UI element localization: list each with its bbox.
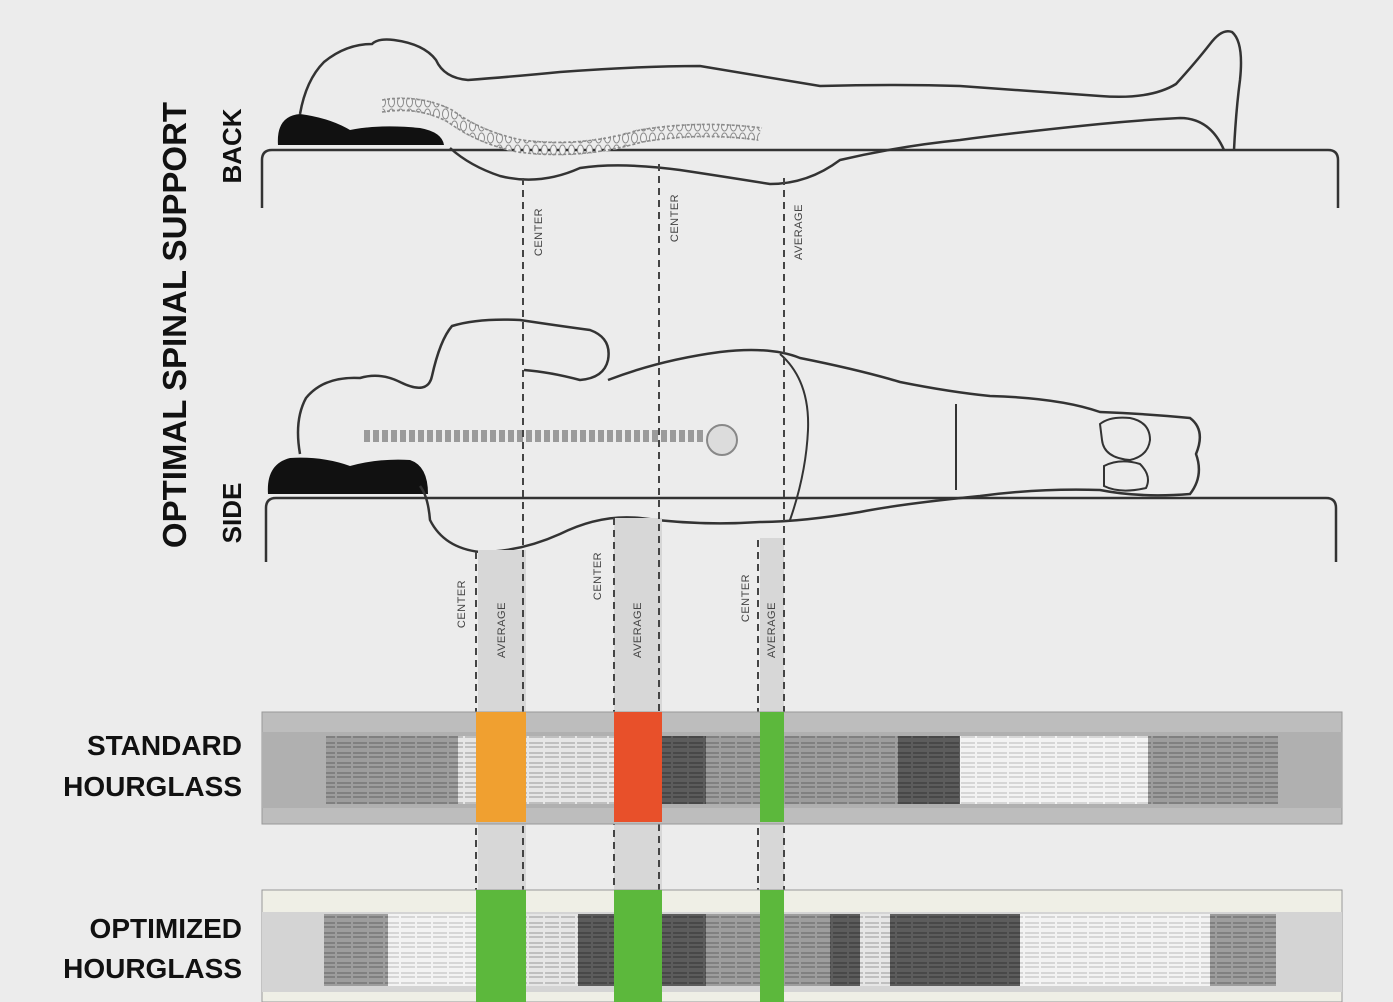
row-label-standard-line2: HOURGLASS: [63, 771, 242, 802]
coil-block: [1210, 914, 1276, 986]
coil-block: [326, 736, 458, 804]
coil-block: [1020, 914, 1210, 986]
coil-block: [458, 736, 478, 804]
zone-label-average: AVERAGE: [632, 602, 644, 658]
zone-label-center: CENTER: [456, 580, 468, 628]
coil-block: [578, 914, 614, 986]
zone-label-center: CENTER: [592, 552, 604, 600]
coil-block: [784, 914, 830, 986]
row-label-standard-line1: STANDARD: [87, 730, 242, 761]
coil-block: [526, 736, 614, 804]
coil-block: [388, 914, 478, 986]
coil-block: [706, 914, 760, 986]
standard-zone-3: [760, 712, 784, 822]
side-arm-outline: [780, 354, 1150, 520]
standard-mattress: [262, 712, 1342, 824]
standard-zone-1: [476, 712, 526, 822]
zone-guides: CENTER CENTER AVERAGE CENTER AVERAGE CEN…: [456, 164, 805, 1000]
coil-block: [706, 736, 760, 804]
coil-block: [960, 736, 1148, 804]
row-label-optimized-line1: OPTIMIZED: [90, 913, 242, 944]
coil-block: [324, 914, 388, 986]
row-label-optimized-line2: HOURGLASS: [63, 953, 242, 984]
side-pillow: [268, 458, 428, 494]
side-body-outline: [298, 320, 1200, 552]
coil-block: [1148, 736, 1278, 804]
zone-label-average: AVERAGE: [793, 204, 805, 260]
optimized-zone-1: [476, 890, 526, 1002]
optimized-mattress: [262, 890, 1342, 1002]
coil-block: [662, 736, 706, 804]
coil-block: [860, 914, 890, 986]
side-pelvis: [707, 425, 737, 455]
zone-label-center: CENTER: [533, 208, 545, 256]
coil-block: [662, 914, 706, 986]
coil-block: [526, 914, 578, 986]
side-mattress-outline: [266, 498, 1336, 562]
coil-block: [890, 914, 1020, 986]
back-pillow: [278, 114, 444, 145]
coil-block: [898, 736, 960, 804]
back-sleeper-illustration: [262, 31, 1338, 208]
optimized-zone-2: [614, 890, 662, 1002]
diagram-title: OPTIMAL SPINAL SUPPORT: [156, 102, 193, 548]
zone-label-center: CENTER: [669, 194, 681, 242]
zone-label-average: AVERAGE: [496, 602, 508, 658]
pose-label-side: SIDE: [217, 483, 247, 544]
coil-block: [830, 914, 860, 986]
zone-label-center: CENTER: [740, 574, 752, 622]
side-sleeper-illustration: [266, 320, 1336, 562]
standard-zone-2: [614, 712, 662, 822]
optimized-zone-3: [760, 890, 784, 1002]
coil-block: [784, 736, 898, 804]
pose-label-back: BACK: [217, 108, 247, 183]
zone-label-average: AVERAGE: [766, 602, 778, 658]
